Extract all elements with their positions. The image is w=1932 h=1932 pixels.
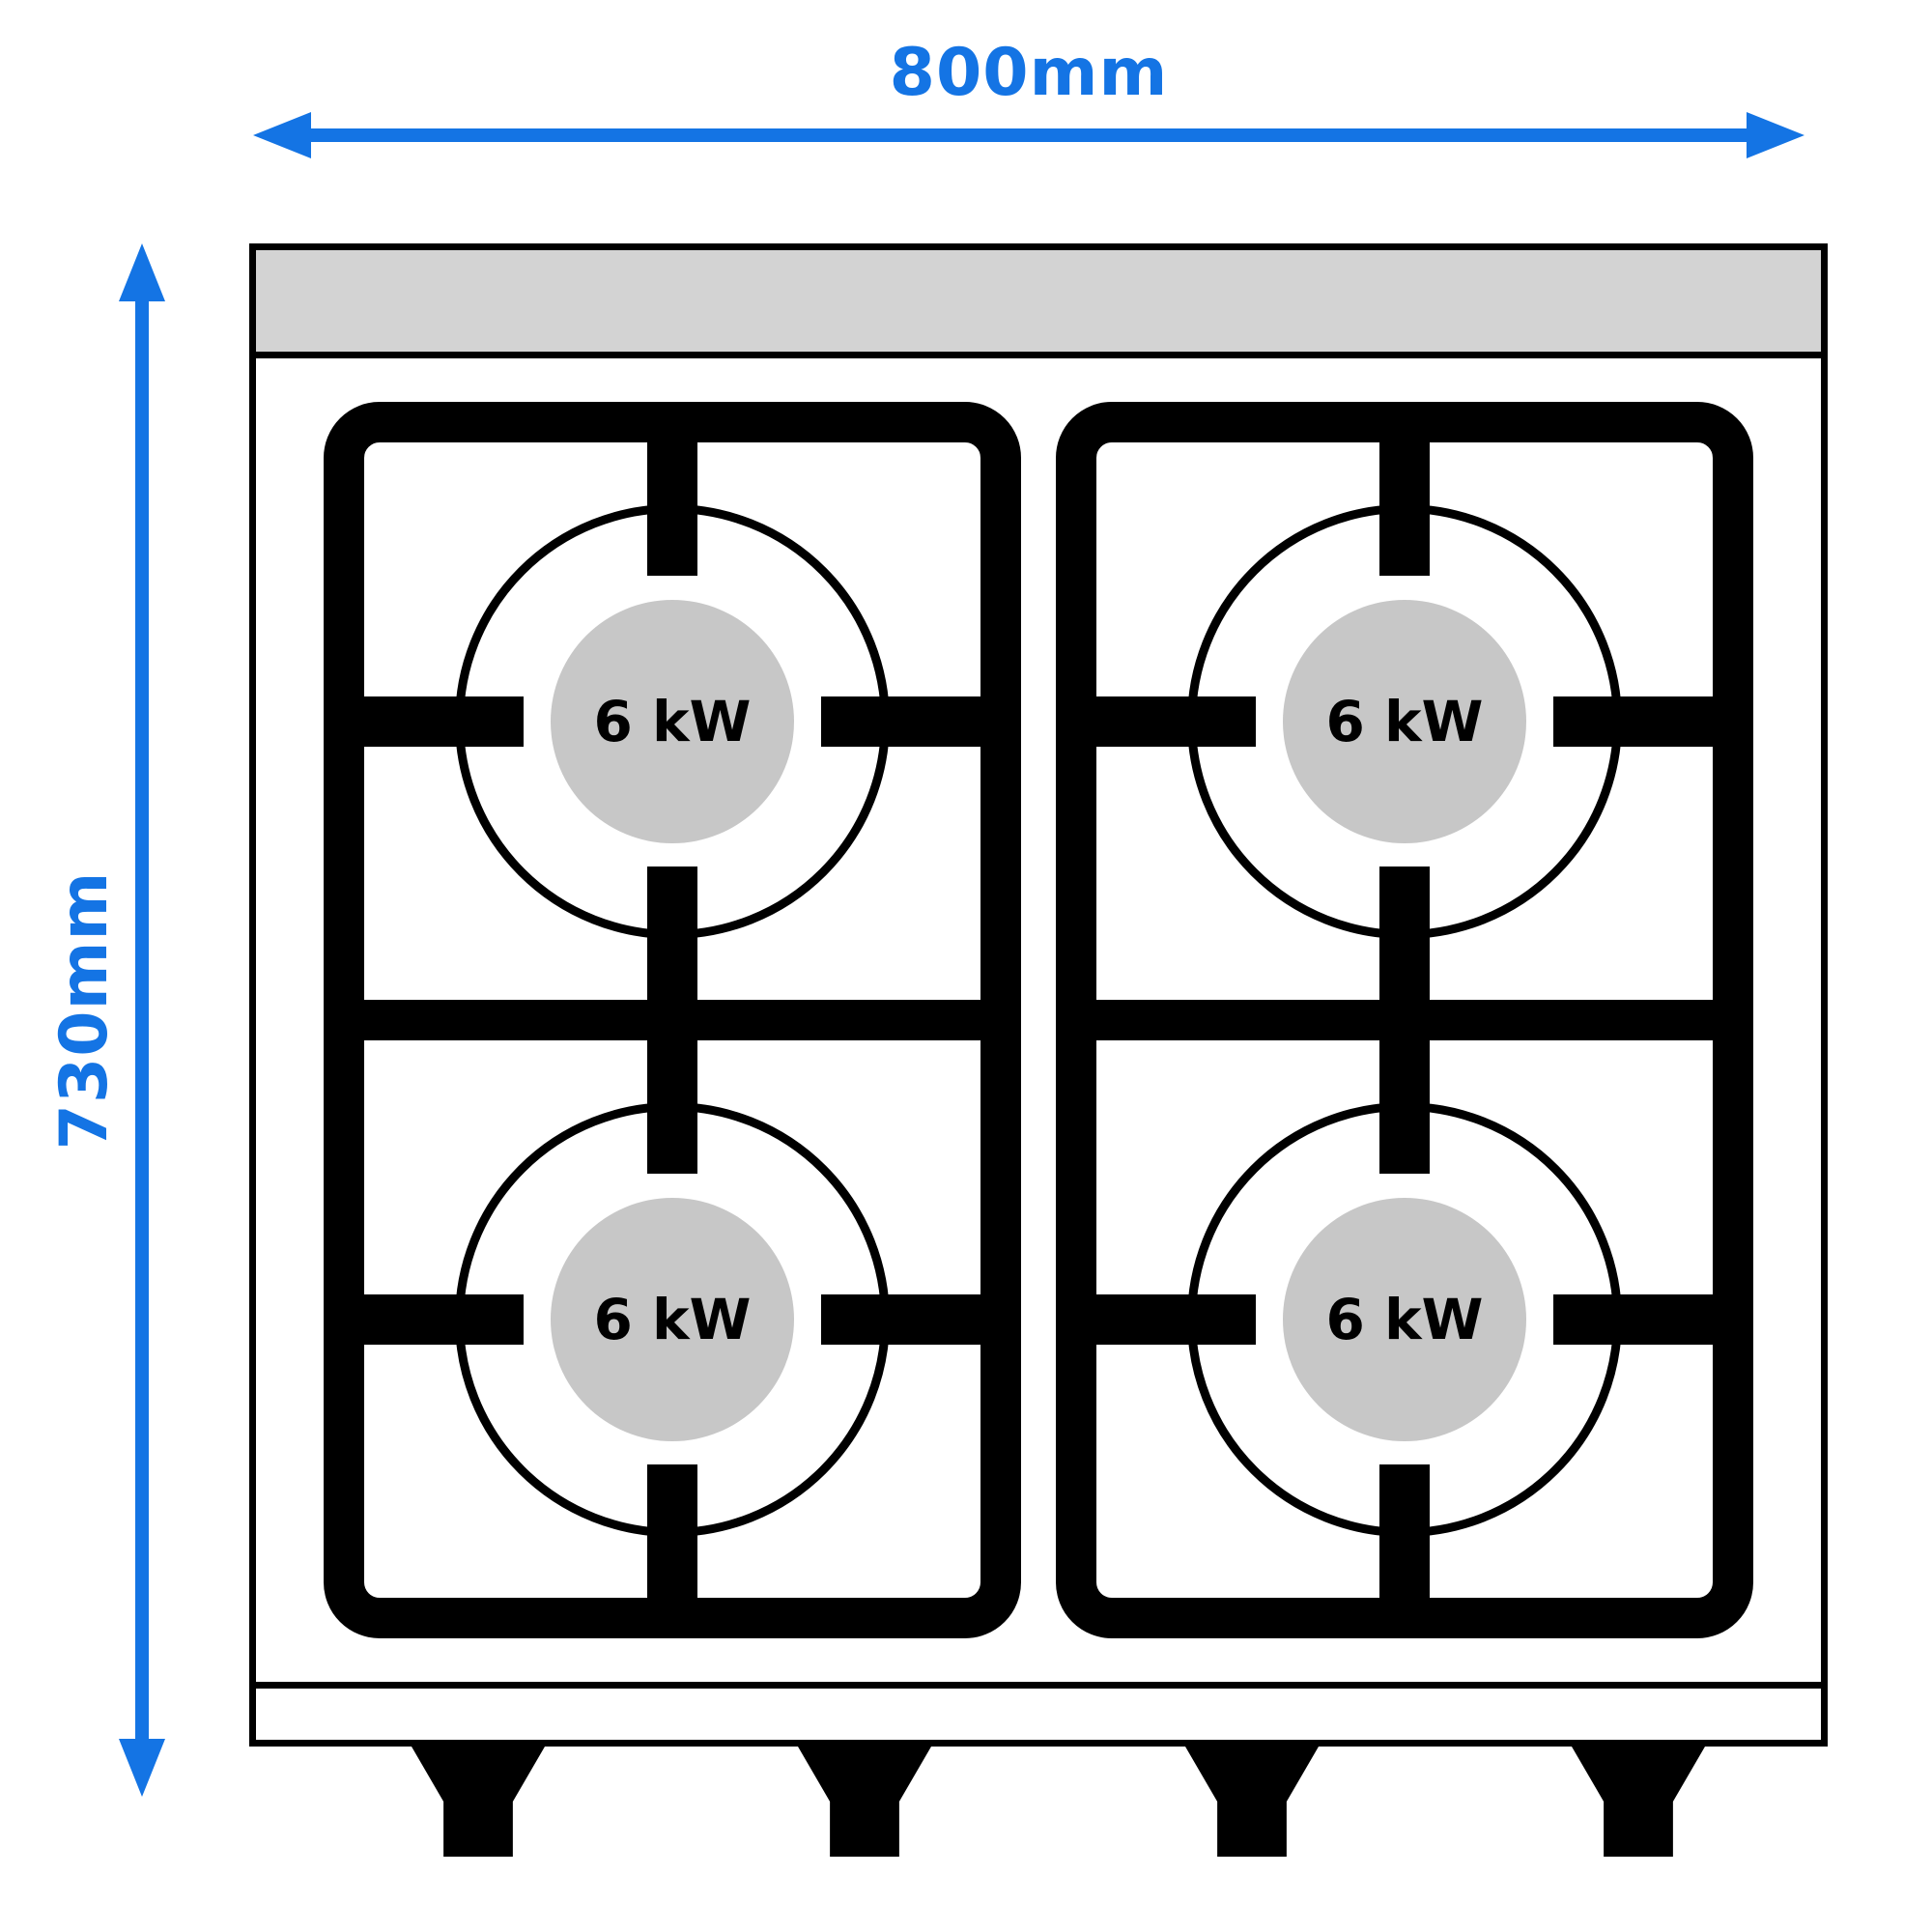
dimension-line-vertical	[135, 294, 149, 1747]
grate-divider	[1096, 1000, 1713, 1040]
burner-ring: 6 kW	[455, 1101, 890, 1537]
burner-power-label: 6 kW	[551, 1197, 794, 1441]
burner-cell-bottom-left: 6 kW	[364, 1040, 980, 1598]
knob-foot	[798, 1747, 931, 1857]
knob-foot	[412, 1747, 545, 1857]
burner-ring: 6 kW	[455, 503, 890, 939]
cooktop-surface: 6 kW 6 kW	[256, 358, 1821, 1682]
height-dimension-arrow	[119, 243, 165, 1797]
grate-right: 6 kW 6 kW	[1056, 402, 1753, 1638]
burner-cell-bottom-right: 6 kW	[1096, 1040, 1713, 1598]
arrowhead-up-icon	[119, 243, 165, 301]
front-panel	[256, 1682, 1821, 1726]
arrowhead-left-icon	[253, 112, 311, 158]
width-dimension-label: 800mm	[889, 35, 1169, 111]
grate-divider	[364, 1000, 980, 1040]
burner-cell-top-right: 6 kW	[1096, 442, 1713, 1000]
burner-ring: 6 kW	[1187, 503, 1622, 939]
stove-body: 6 kW 6 kW	[249, 243, 1828, 1857]
burner-cell-top-left: 6 kW	[364, 442, 980, 1000]
burner-power-label: 6 kW	[1283, 1197, 1526, 1441]
grate-left: 6 kW 6 kW	[324, 402, 1021, 1638]
arrowhead-down-icon	[119, 1739, 165, 1797]
width-dimension-arrow	[253, 112, 1804, 158]
knob-foot	[1185, 1747, 1319, 1857]
burner-power-label: 6 kW	[1283, 599, 1526, 843]
back-panel	[256, 250, 1821, 358]
height-dimension-label: 730mm	[46, 870, 123, 1151]
burner-ring: 6 kW	[1187, 1101, 1622, 1537]
dimension-line-horizontal	[303, 128, 1754, 142]
arrowhead-right-icon	[1747, 112, 1804, 158]
knob-foot	[1572, 1747, 1705, 1857]
burner-power-label: 6 kW	[551, 599, 794, 843]
